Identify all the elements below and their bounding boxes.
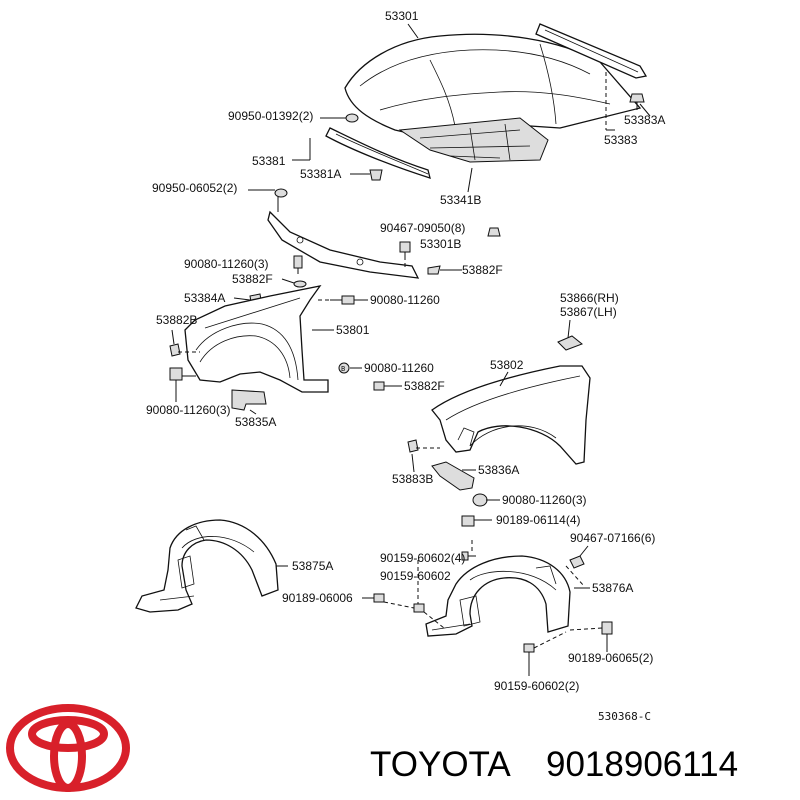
label-seal-clip: 53381A <box>300 167 341 181</box>
label-clip-d: 90159-60602 <box>380 569 451 583</box>
label-bolt-left-top: 90080-11260(3) <box>184 257 269 271</box>
right-fender-assembly <box>407 335 591 507</box>
label-moulding-lh: 53867(LH) <box>560 305 617 319</box>
hood-lock-support <box>267 196 420 279</box>
label-screw-e: 90189-06006 <box>282 591 353 605</box>
label-pad-f2: 53882F <box>404 379 445 393</box>
pad-53882F-top <box>427 265 462 275</box>
cushion-part <box>248 188 288 198</box>
brand-name: TOYOTA <box>370 745 511 784</box>
label-cushion: 90950-06052(2) <box>152 181 237 195</box>
label-clip-c: 90159-60602(4) <box>380 551 465 565</box>
label-pad-883: 53883B <box>392 472 433 486</box>
label-bumper: 90950-01392(2) <box>228 109 313 123</box>
label-fender-right: 53802 <box>490 358 524 372</box>
label-liner-left: 53875A <box>292 559 333 573</box>
seal-clip <box>350 169 383 181</box>
label-hood: 53301 <box>385 9 419 23</box>
label-screw-f: 90189-06065(2) <box>568 651 653 665</box>
right-liner-fasteners <box>362 515 613 676</box>
label-bracket2: 53835A <box>235 415 276 429</box>
label-hood-lock: 53301B <box>420 237 461 251</box>
label-pad-b: 53882B <box>156 313 197 327</box>
hood-bumper-cushion <box>320 113 359 123</box>
label-clip-90467: 90467-09050(8) <box>380 221 465 235</box>
toyota-emblem-icon <box>6 704 130 792</box>
label-bolt-left-bot: 90080-11260(3) <box>146 403 231 417</box>
label-pad-right: 53882F <box>462 263 503 277</box>
label-clip-b: 90467-07166(6) <box>570 531 655 545</box>
label-bolt-right: 90080-11260(3) <box>502 493 587 507</box>
label-moulding-rh: 53866(RH) <box>560 291 619 305</box>
left-fender-assembly: B <box>169 255 385 411</box>
right-fender-liner <box>425 540 585 637</box>
label-pad-left: 53882F <box>232 272 273 286</box>
label-clip-g: 90159-60602(2) <box>494 679 579 693</box>
label-bolt-mid2: 90080-11260 <box>364 361 434 375</box>
left-fender-liner <box>135 519 288 613</box>
label-seal: 53381 <box>252 154 286 168</box>
part-labels: 53301 53383 53383A 90950-01392(2) 53381 … <box>146 9 665 723</box>
label-bracket3: 53836A <box>478 463 519 477</box>
label-insulator: 53341B <box>440 193 481 207</box>
hood-seal <box>325 127 431 179</box>
hood-panel <box>344 33 642 139</box>
label-weatherstrip: 53383 <box>604 133 638 147</box>
clip-90467 <box>487 227 501 237</box>
svg-text:B: B <box>341 365 345 373</box>
label-screw-a: 90189-06114(4) <box>496 513 581 527</box>
label-fender-left: 53801 <box>336 323 370 337</box>
hood-lock <box>399 241 411 270</box>
diagram-reference: 530368-C <box>598 710 651 723</box>
hood-insulator <box>398 117 549 163</box>
hood-weatherstrip <box>535 23 648 131</box>
label-liner-right: 53876A <box>592 581 633 595</box>
part-number: 9018906114 <box>546 745 738 784</box>
weatherstrip-clip <box>629 93 651 117</box>
label-bracket: 53384A <box>184 291 225 305</box>
label-bolt-mid: 90080-11260 <box>370 293 440 307</box>
label-weatherstrip-clip: 53383A <box>624 113 665 127</box>
